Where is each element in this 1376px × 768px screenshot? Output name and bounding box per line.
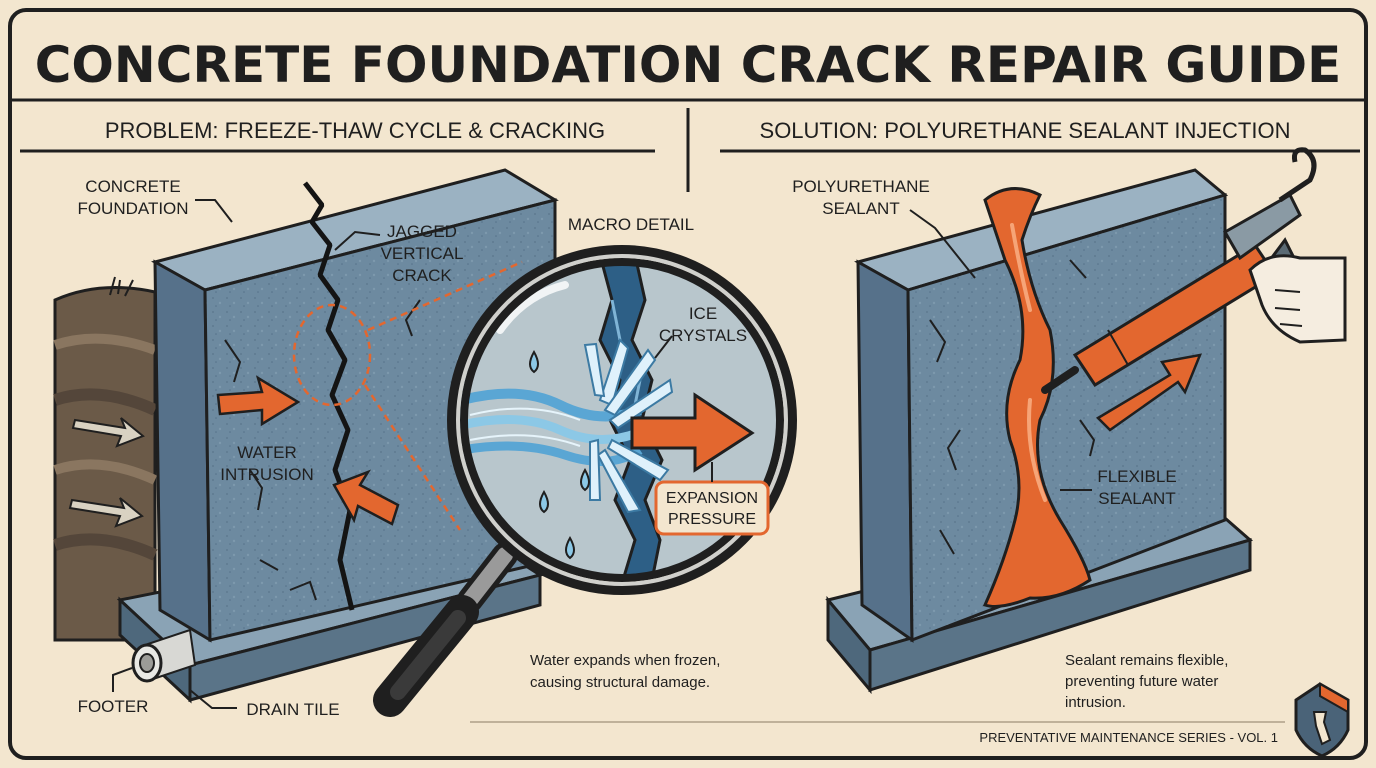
crack-callout-circle	[292, 303, 372, 407]
label-jagged: JAGGED	[387, 222, 457, 241]
label-ice: ICE	[689, 304, 717, 323]
label-crack: CRACK	[392, 266, 452, 285]
series-footer: PREVENTATIVE MAINTENANCE SERIES - VOL. 1	[979, 730, 1278, 745]
problem-heading: PROBLEM: FREEZE-THAW CYCLE & CRACKING	[105, 118, 605, 143]
expansion-pressure-badge: EXPANSION PRESSURE	[654, 462, 770, 536]
label-pressure: PRESSURE	[668, 511, 756, 528]
solution-heading: SOLUTION: POLYURETHANE SEALANT INJECTION	[760, 118, 1291, 143]
solution-note-line3: intrusion.	[1065, 694, 1126, 711]
label-polyurethane: POLYURETHANE	[792, 177, 930, 196]
label-foundation: FOUNDATION	[77, 199, 188, 218]
leader-crack	[334, 230, 381, 251]
house-wrench-logo-icon	[1294, 682, 1350, 758]
label-sealant: SEALANT	[822, 199, 899, 218]
water-intrusion-arrows	[216, 375, 400, 526]
callout-line-top	[367, 260, 523, 332]
leader-sealant	[909, 209, 976, 279]
label-water: WATER	[237, 443, 297, 462]
leader-drain	[189, 689, 237, 709]
leader-ice	[654, 335, 673, 359]
label-footer: FOOTER	[78, 697, 149, 716]
injection-arrow	[1095, 353, 1203, 432]
solution-note-line1: Sealant remains flexible,	[1065, 652, 1228, 669]
macro-heading: MACRO DETAIL	[568, 215, 694, 234]
callout-line-bottom	[363, 384, 462, 531]
label-crystals: CRYSTALS	[659, 326, 747, 345]
drain-tile-pipe	[131, 628, 197, 683]
main-title: CONCRETE FOUNDATION CRACK REPAIR GUIDE	[35, 36, 1342, 94]
macro-note-line1: Water expands when frozen,	[530, 652, 720, 669]
polyurethane-sealant-bead	[982, 187, 1092, 608]
outer-frame	[8, 8, 1368, 760]
label-vertical: VERTICAL	[381, 244, 464, 263]
label-concrete: CONCRETE	[85, 177, 180, 196]
macro-note-line2: causing structural damage.	[530, 674, 710, 691]
soil-water-arrows	[68, 417, 145, 528]
leader-footer	[112, 667, 133, 692]
label-expansion: EXPANSION	[666, 490, 758, 507]
label-intrusion: INTRUSION	[220, 465, 314, 484]
caulk-gun-icon	[1041, 147, 1347, 394]
solution-note-line2: preventing future water	[1065, 673, 1218, 690]
leader-foundation	[195, 199, 233, 223]
soil-section	[53, 276, 158, 642]
label-flexible: FLEXIBLE	[1097, 467, 1176, 486]
label-flexible-sealant: SEALANT	[1098, 489, 1175, 508]
label-drain-tile: DRAIN TILE	[246, 700, 339, 719]
